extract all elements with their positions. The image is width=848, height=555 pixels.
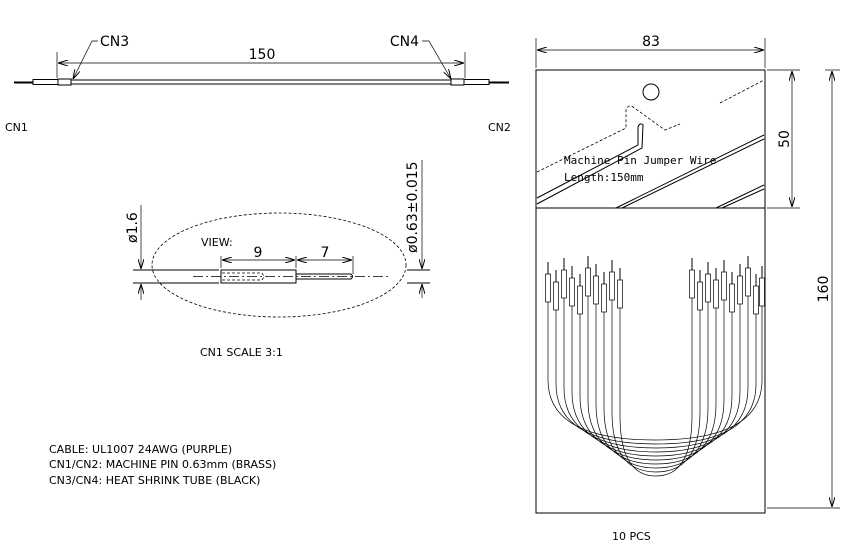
- hang-hole: [642, 83, 660, 101]
- cn4-leader: [422, 40, 451, 79]
- pin-sleeve: [697, 281, 703, 311]
- jumper-wire-bundle: [545, 256, 765, 477]
- pin-sleeve: [569, 277, 575, 307]
- cable-diameter-label: ø1.6: [125, 212, 141, 243]
- view-label: VIEW:: [201, 236, 233, 249]
- pin-sleeve: [617, 279, 623, 309]
- pin-sleeve: [593, 275, 599, 305]
- pin-diameter-label: ø0.63±0.015: [405, 161, 421, 253]
- pin-sleeve: [721, 271, 727, 301]
- pin-sleeve: [713, 279, 719, 309]
- detail-pin: [296, 273, 353, 280]
- pin-sleeve: [753, 285, 759, 315]
- shrink-cn3: [57, 78, 72, 86]
- cn2-label: CN2: [488, 121, 511, 134]
- jumper-wire: [547, 302, 763, 441]
- pin-sleeve: [729, 283, 735, 313]
- pin-sleeve: [577, 285, 583, 315]
- pin-sleeve: [553, 281, 559, 311]
- jumper-wire: [587, 296, 725, 461]
- pin-sleeve: [689, 269, 695, 299]
- jumper-wire: [595, 304, 717, 465]
- package-bag: Machine Pin Jumper Wire Length:150mm 83 …: [535, 34, 840, 543]
- pin-sleeve: [609, 271, 615, 301]
- pin-sleeve: [737, 275, 743, 305]
- header-wire-1: [536, 123, 644, 205]
- pin-sleeve: [745, 267, 751, 297]
- sleeve-length-label: 9: [254, 245, 263, 261]
- jumper-wire: [555, 310, 757, 445]
- detail-view-cn1: 9 7 VIEW: ø1.6 ø0.63±0.015 CN1 SCALE 3:1: [125, 160, 430, 359]
- bag-label-length: Length:150mm: [564, 171, 644, 184]
- sleeve-cn2: [463, 79, 490, 85]
- sleeve-cn1: [32, 79, 59, 85]
- jumper-wire: [571, 304, 741, 453]
- note-pin: CN1/CN2: MACHINE PIN 0.63mm (BRASS): [49, 458, 276, 471]
- cn3-leader: [73, 40, 98, 79]
- pin-length-label: 7: [321, 245, 330, 261]
- quantity-label: 10 PCS: [612, 530, 651, 543]
- header-dim-label: 50: [777, 130, 793, 148]
- note-shrink: CN3/CN4: HEAT SHRINK TUBE (BLACK): [49, 474, 260, 487]
- cn4-label: CN4: [390, 34, 419, 50]
- cn3-label: CN3: [100, 34, 129, 50]
- pin-sleeve: [601, 283, 607, 313]
- pin-sleeve: [561, 269, 567, 299]
- width-dim-label: 83: [642, 34, 660, 50]
- detail-caption: CN1 SCALE 3:1: [200, 346, 283, 359]
- detail-ellipse: [151, 212, 407, 318]
- cn1-label: CN1: [5, 121, 28, 134]
- height-dim-label: 160: [816, 276, 832, 303]
- bag-label-title: Machine Pin Jumper Wire: [564, 154, 716, 167]
- note-cable: CABLE: UL1007 24AWG (PURPLE): [49, 443, 232, 456]
- pin-sleeve: [705, 273, 711, 303]
- pin-sleeve: [759, 277, 765, 307]
- bag-outline: [535, 69, 766, 514]
- jumper-wire: [611, 300, 701, 473]
- jumper-wire: [563, 296, 749, 449]
- jumper-wire: [619, 298, 693, 477]
- length-dim-label: 150: [249, 47, 276, 63]
- notes: CABLE: UL1007 24AWG (PURPLE) CN1/CN2: MA…: [49, 443, 276, 487]
- cable: [70, 79, 452, 85]
- wire-overview: 150 CN3 CN4 CN1 CN2: [5, 34, 511, 134]
- jumper-wire: [579, 312, 733, 457]
- pin-sleeve: [585, 267, 591, 297]
- pin-sleeve: [545, 273, 551, 303]
- shrink-cn4: [450, 78, 465, 86]
- jumper-wire: [603, 302, 709, 469]
